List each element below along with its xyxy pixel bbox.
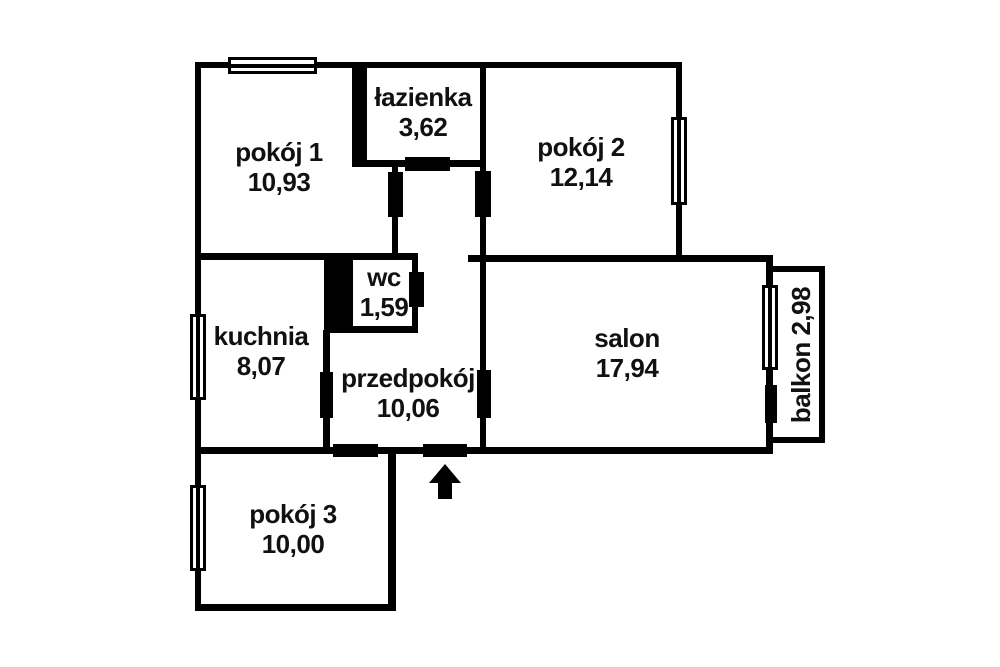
room-name: balkon bbox=[786, 342, 816, 424]
room-name: łazienka bbox=[374, 82, 472, 112]
room-area: 10,00 bbox=[261, 529, 325, 559]
entrance-arrow-stem bbox=[438, 482, 452, 499]
wall-mid-horizontal-left bbox=[195, 253, 418, 260]
room-label-kuchnia: kuchnia 8,07 bbox=[214, 321, 309, 381]
wall-lazienka-left-thick bbox=[352, 62, 367, 167]
window-pokoj1 bbox=[228, 57, 317, 74]
room-area: 10,93 bbox=[247, 167, 311, 197]
wall-exterior-top bbox=[195, 62, 682, 68]
wall-balkon-top bbox=[772, 266, 825, 272]
room-label-balkon: balkon 2,98 bbox=[786, 287, 816, 423]
room-area: 2,98 bbox=[786, 286, 816, 336]
wall-wc-bottom bbox=[324, 326, 418, 333]
room-label-lazienka: łazienka 3,62 bbox=[374, 82, 472, 142]
wall-pokoj2-salon-divider bbox=[468, 255, 773, 262]
entrance-arrow-icon bbox=[429, 464, 461, 483]
door-pokoj1 bbox=[388, 172, 403, 217]
room-label-wc: wc 1,59 bbox=[360, 262, 409, 322]
room-area: 17,94 bbox=[595, 353, 659, 383]
room-name: pokój 2 bbox=[537, 132, 625, 162]
room-label-pokoj1: pokój 1 10,93 bbox=[235, 137, 323, 197]
room-name: pokój 3 bbox=[249, 499, 337, 529]
room-name: kuchnia bbox=[213, 321, 309, 351]
wall-balkon-right bbox=[819, 266, 825, 443]
wall-pokoj3-right bbox=[388, 447, 396, 611]
door-kuchnia bbox=[320, 372, 333, 418]
door-lazienka bbox=[405, 157, 450, 171]
wall-bottom-main bbox=[195, 447, 773, 454]
door-pokoj2 bbox=[475, 171, 491, 217]
room-name: przedpokój bbox=[341, 363, 475, 393]
room-name: pokój 1 bbox=[235, 137, 323, 167]
door-pokoj3 bbox=[333, 444, 378, 457]
window-salon bbox=[762, 285, 778, 370]
room-name: salon bbox=[594, 323, 660, 353]
room-label-przedpokoj: przedpokój 10,06 bbox=[341, 363, 475, 423]
room-area: 8,07 bbox=[236, 351, 286, 381]
room-area: 10,06 bbox=[376, 393, 440, 423]
door-wc bbox=[409, 272, 424, 307]
door-salon bbox=[477, 370, 491, 418]
wall-wc-left-thick bbox=[324, 258, 353, 332]
window-kuchnia bbox=[190, 314, 206, 400]
room-area: 1,59 bbox=[359, 292, 409, 322]
room-area: 12,14 bbox=[549, 162, 613, 192]
door-balkon bbox=[765, 385, 777, 423]
room-label-salon: salon 17,94 bbox=[594, 323, 660, 383]
wall-pokoj3-bottom bbox=[195, 604, 394, 611]
room-area: 3,62 bbox=[398, 112, 448, 142]
wall-balkon-bottom bbox=[772, 437, 825, 443]
room-label-pokoj3: pokój 3 10,00 bbox=[249, 499, 337, 559]
room-label-pokoj2: pokój 2 12,14 bbox=[537, 132, 625, 192]
room-name: wc bbox=[367, 262, 401, 292]
door-entrance bbox=[423, 444, 467, 457]
window-pokoj2 bbox=[671, 117, 687, 205]
window-pokoj3 bbox=[190, 485, 206, 571]
